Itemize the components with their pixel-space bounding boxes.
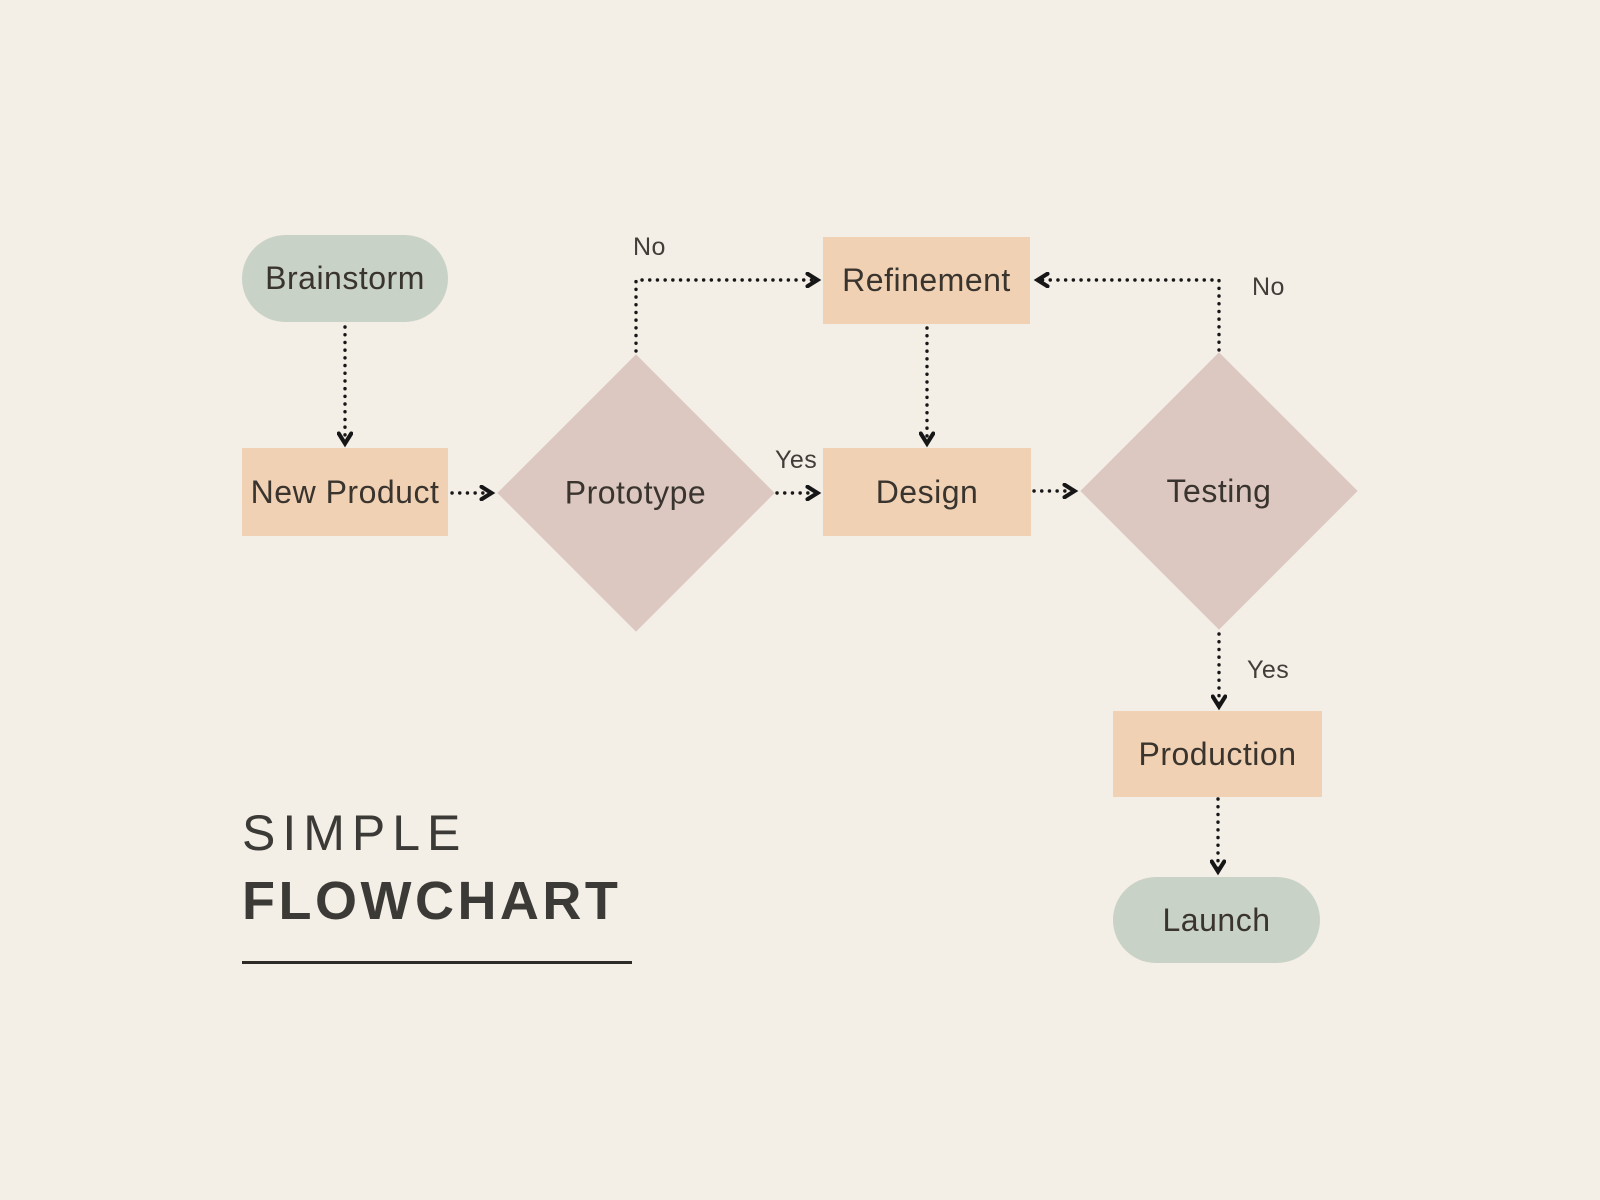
node-brainstorm: Brainstorm (242, 235, 448, 322)
title-block: SIMPLE FLOWCHART (242, 808, 632, 964)
edge-prototype-refinement-no (634, 280, 815, 353)
node-launch: Launch (1113, 877, 1320, 963)
node-refinement: Refinement (823, 237, 1030, 324)
title-line2: FLOWCHART (242, 871, 622, 931)
node-production-label: Production (1138, 735, 1297, 772)
node-design-label: Design (875, 473, 979, 510)
edge-label-testing-yes: Yes (1247, 656, 1290, 684)
node-testing: Testing (1080, 352, 1358, 630)
edge-testing-refinement-no (1040, 280, 1221, 352)
node-production: Production (1113, 711, 1322, 797)
title-line1: SIMPLE (242, 805, 468, 861)
node-brainstorm-label: Brainstorm (265, 260, 425, 296)
edge-label-prototype-yes: Yes (775, 446, 818, 474)
node-testing-label: Testing (1166, 472, 1272, 509)
node-new-product-label: New Product (250, 473, 440, 510)
node-prototype-label: Prototype (565, 474, 707, 511)
node-prototype: Prototype (497, 354, 775, 632)
title-underline (242, 961, 632, 964)
edge-label-prototype-no: No (633, 233, 666, 261)
node-new-product: New Product (242, 448, 448, 536)
node-launch-label: Launch (1162, 901, 1271, 938)
node-refinement-label: Refinement (842, 262, 1011, 298)
edge-label-testing-no: No (1252, 273, 1285, 301)
node-design: Design (823, 448, 1031, 536)
